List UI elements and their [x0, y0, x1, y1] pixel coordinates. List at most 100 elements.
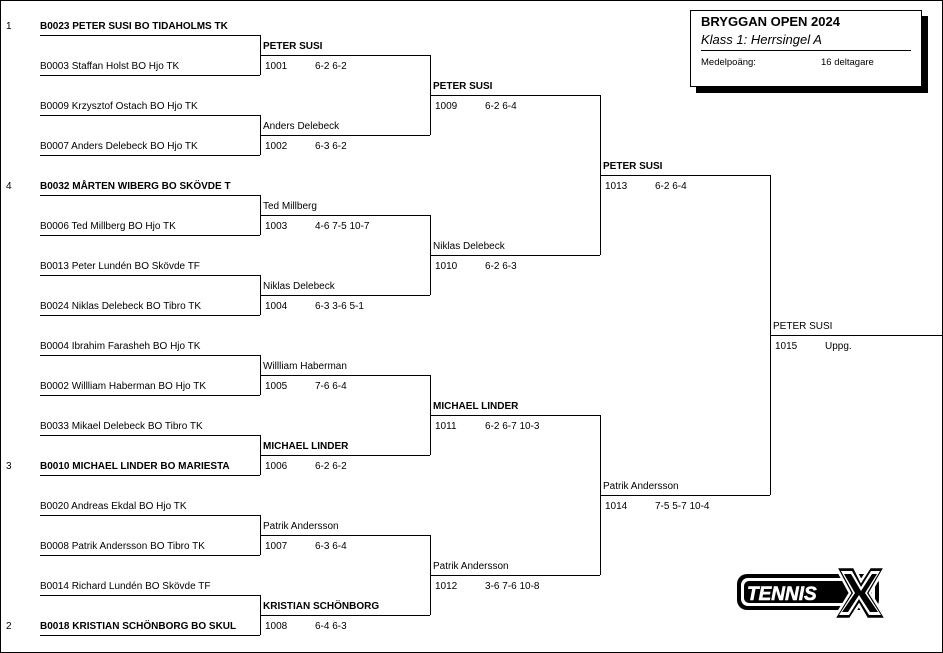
- match-number: 1007: [265, 541, 288, 552]
- tennisx-logo: TENNIS: [733, 563, 889, 623]
- bracket-line: [600, 175, 770, 176]
- seed-number: 1: [6, 21, 12, 32]
- bracket-line: [40, 555, 260, 556]
- bracket-line: [40, 235, 260, 236]
- match-score: 7-6 6-4: [315, 381, 347, 392]
- match-winner: MICHAEL LINDER: [263, 441, 349, 452]
- match-number: 1014: [605, 501, 628, 512]
- bracket-line: [40, 475, 260, 476]
- bracket-line: [260, 615, 430, 616]
- match-winner: Anders Delebeck: [263, 121, 340, 132]
- logo-text: TENNIS: [747, 584, 817, 605]
- entrant-name: B0032 MÅRTEN WIBERG BO SKÖVDE T: [40, 181, 231, 192]
- bracket-line: [430, 575, 600, 576]
- average-label: Medelpoäng:: [701, 57, 756, 68]
- seed-number: 4: [6, 181, 12, 192]
- tennisx-logo-icon: TENNIS: [737, 565, 889, 621]
- match-winner: MICHAEL LINDER: [433, 401, 519, 412]
- match-winner: Niklas Delebeck: [433, 241, 505, 252]
- match-score: 3-6 7-6 10-8: [485, 581, 540, 592]
- match-score: 6-3 3-6 5-1: [315, 301, 364, 312]
- match-number: 1004: [265, 301, 288, 312]
- match-number: 1005: [265, 381, 288, 392]
- bracket-line: [430, 95, 600, 96]
- match-score: 4-6 7-5 10-7: [315, 221, 370, 232]
- entrant-name: B0018 KRISTIAN SCHÖNBORG BO SKUL: [40, 621, 237, 632]
- match-winner: KRISTIAN SCHÖNBORG: [263, 601, 380, 612]
- bracket-line: [40, 155, 260, 156]
- bracket-line: [260, 55, 430, 56]
- entrant-name: B0007 Anders Delebeck BO Hjo TK: [40, 141, 198, 152]
- entrant-name: B0010 MICHAEL LINDER BO MARIESTA: [40, 461, 230, 472]
- entrant-name: B0014 Richard Lundén BO Skövde TF: [40, 581, 211, 592]
- entrant-name: B0004 Ibrahim Farasheh BO Hjo TK: [40, 341, 201, 352]
- match-winner: Willliam Haberman: [263, 361, 347, 372]
- bracket-line: [40, 595, 260, 596]
- entrant-name: B0002 Willliam Haberman BO Hjo TK: [40, 381, 206, 392]
- match-winner: Patrik Andersson: [433, 561, 509, 572]
- bracket-line: [40, 515, 260, 516]
- bracket-line: [40, 275, 260, 276]
- bracket-line: [40, 75, 260, 76]
- bracket-line: [260, 455, 430, 456]
- bracket-line: [260, 535, 430, 536]
- match-winner: Ted Millberg: [263, 201, 317, 212]
- bracket-line: [260, 135, 430, 136]
- match-score: Uppg.: [825, 341, 852, 352]
- class-subtitle: Klass 1: Herrsingel A: [701, 32, 822, 47]
- match-score: 6-3 6-2: [315, 141, 347, 152]
- match-number: 1006: [265, 461, 288, 472]
- bracket-line: [40, 355, 260, 356]
- match-score: 6-3 6-4: [315, 541, 347, 552]
- bracket-line: [770, 335, 942, 336]
- entrant-name: B0023 PETER SUSI BO TIDAHOLMS TK: [40, 21, 228, 32]
- entrant-name: B0008 Patrik Andersson BO Tibro TK: [40, 541, 205, 552]
- match-number: 1008: [265, 621, 288, 632]
- bracket-line: [260, 375, 430, 376]
- match-number: 1013: [605, 181, 628, 192]
- bracket-line: [40, 115, 260, 116]
- entrant-name: B0003 Staffan Holst BO Hjo TK: [40, 61, 180, 72]
- bracket-line: [600, 495, 770, 496]
- match-number: 1009: [435, 101, 458, 112]
- divider: [701, 50, 911, 51]
- entrant-name: B0020 Andreas Ekdal BO Hjo TK: [40, 501, 187, 512]
- match-score: 6-2 6-2: [315, 461, 347, 472]
- entrant-name: B0013 Peter Lundén BO Skövde TF: [40, 261, 200, 272]
- match-winner: PETER SUSI: [603, 161, 663, 172]
- match-score: 6-2 6-7 10-3: [485, 421, 540, 432]
- bracket-line: [430, 255, 600, 256]
- bracket-line: [260, 215, 430, 216]
- match-score: 7-5 5-7 10-4: [655, 501, 710, 512]
- seed-number: 3: [6, 461, 12, 472]
- entrant-name: B0009 Krzysztof Ostach BO Hjo TK: [40, 101, 198, 112]
- bracket-line: [40, 435, 260, 436]
- match-score: 6-2 6-4: [655, 181, 687, 192]
- match-score: 6-2 6-3: [485, 261, 517, 272]
- match-number: 1011: [435, 421, 457, 432]
- bracket-line: [260, 295, 430, 296]
- match-winner: PETER SUSI: [263, 41, 323, 52]
- match-winner: Patrik Andersson: [263, 521, 339, 532]
- participant-count: 16 deltagare: [821, 57, 874, 68]
- match-score: 6-2 6-4: [485, 101, 517, 112]
- seed-number: 2: [6, 621, 12, 632]
- match-number: 1015: [775, 341, 798, 352]
- bracket-line: [430, 415, 600, 416]
- match-winner: Patrik Andersson: [603, 481, 679, 492]
- entrant-name: B0024 Niklas Delebeck BO Tibro TK: [40, 301, 202, 312]
- bracket-line: [40, 395, 260, 396]
- match-number: 1012: [435, 581, 458, 592]
- tournament-title: BRYGGAN OPEN 2024: [701, 14, 840, 29]
- match-winner: PETER SUSI: [433, 81, 493, 92]
- match-number: 1003: [265, 221, 288, 232]
- match-score: 6-2 6-2: [315, 61, 347, 72]
- bracket-line: [40, 315, 260, 316]
- match-score: 6-4 6-3: [315, 621, 347, 632]
- match-number: 1002: [265, 141, 288, 152]
- entrant-name: B0006 Ted Millberg BO Hjo TK: [40, 221, 176, 232]
- match-number: 1010: [435, 261, 458, 272]
- champion-name: PETER SUSI: [773, 321, 833, 332]
- match-number: 1001: [265, 61, 288, 72]
- match-winner: Niklas Delebeck: [263, 281, 335, 292]
